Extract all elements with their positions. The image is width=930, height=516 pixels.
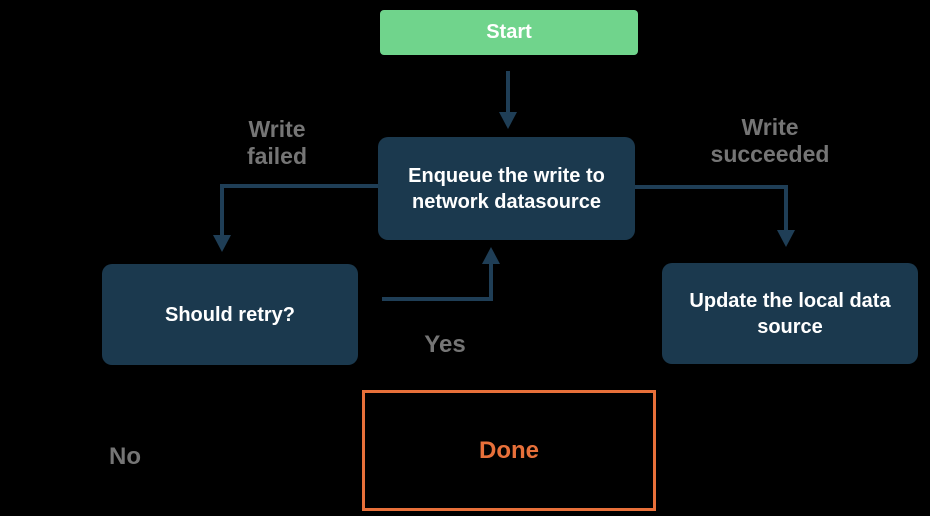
node-update-local: Update the local data source [662, 263, 918, 364]
node-done: Done [362, 390, 656, 511]
node-start: Start [380, 10, 638, 55]
edge-label-write-succeeded: Write succeeded [710, 114, 830, 168]
arrow-enqueue-to-should-retry-line [220, 184, 378, 236]
arrow-enqueue-to-update-line [635, 185, 788, 231]
node-enqueue-write: Enqueue the write to network datasource [378, 137, 635, 240]
arrow-yes-to-enqueue-line [382, 263, 493, 301]
arrow-enqueue-to-update-head [777, 230, 795, 247]
edge-label-write-failed: Write failed [246, 116, 308, 170]
arrow-start-to-enqueue-head [499, 112, 517, 129]
arrow-yes-to-enqueue-head [482, 247, 500, 264]
arrow-enqueue-to-should-retry-head [213, 235, 231, 252]
edge-label-no: No [109, 443, 141, 470]
edge-label-yes: Yes [424, 331, 466, 358]
node-should-retry: Should retry? [102, 264, 358, 365]
